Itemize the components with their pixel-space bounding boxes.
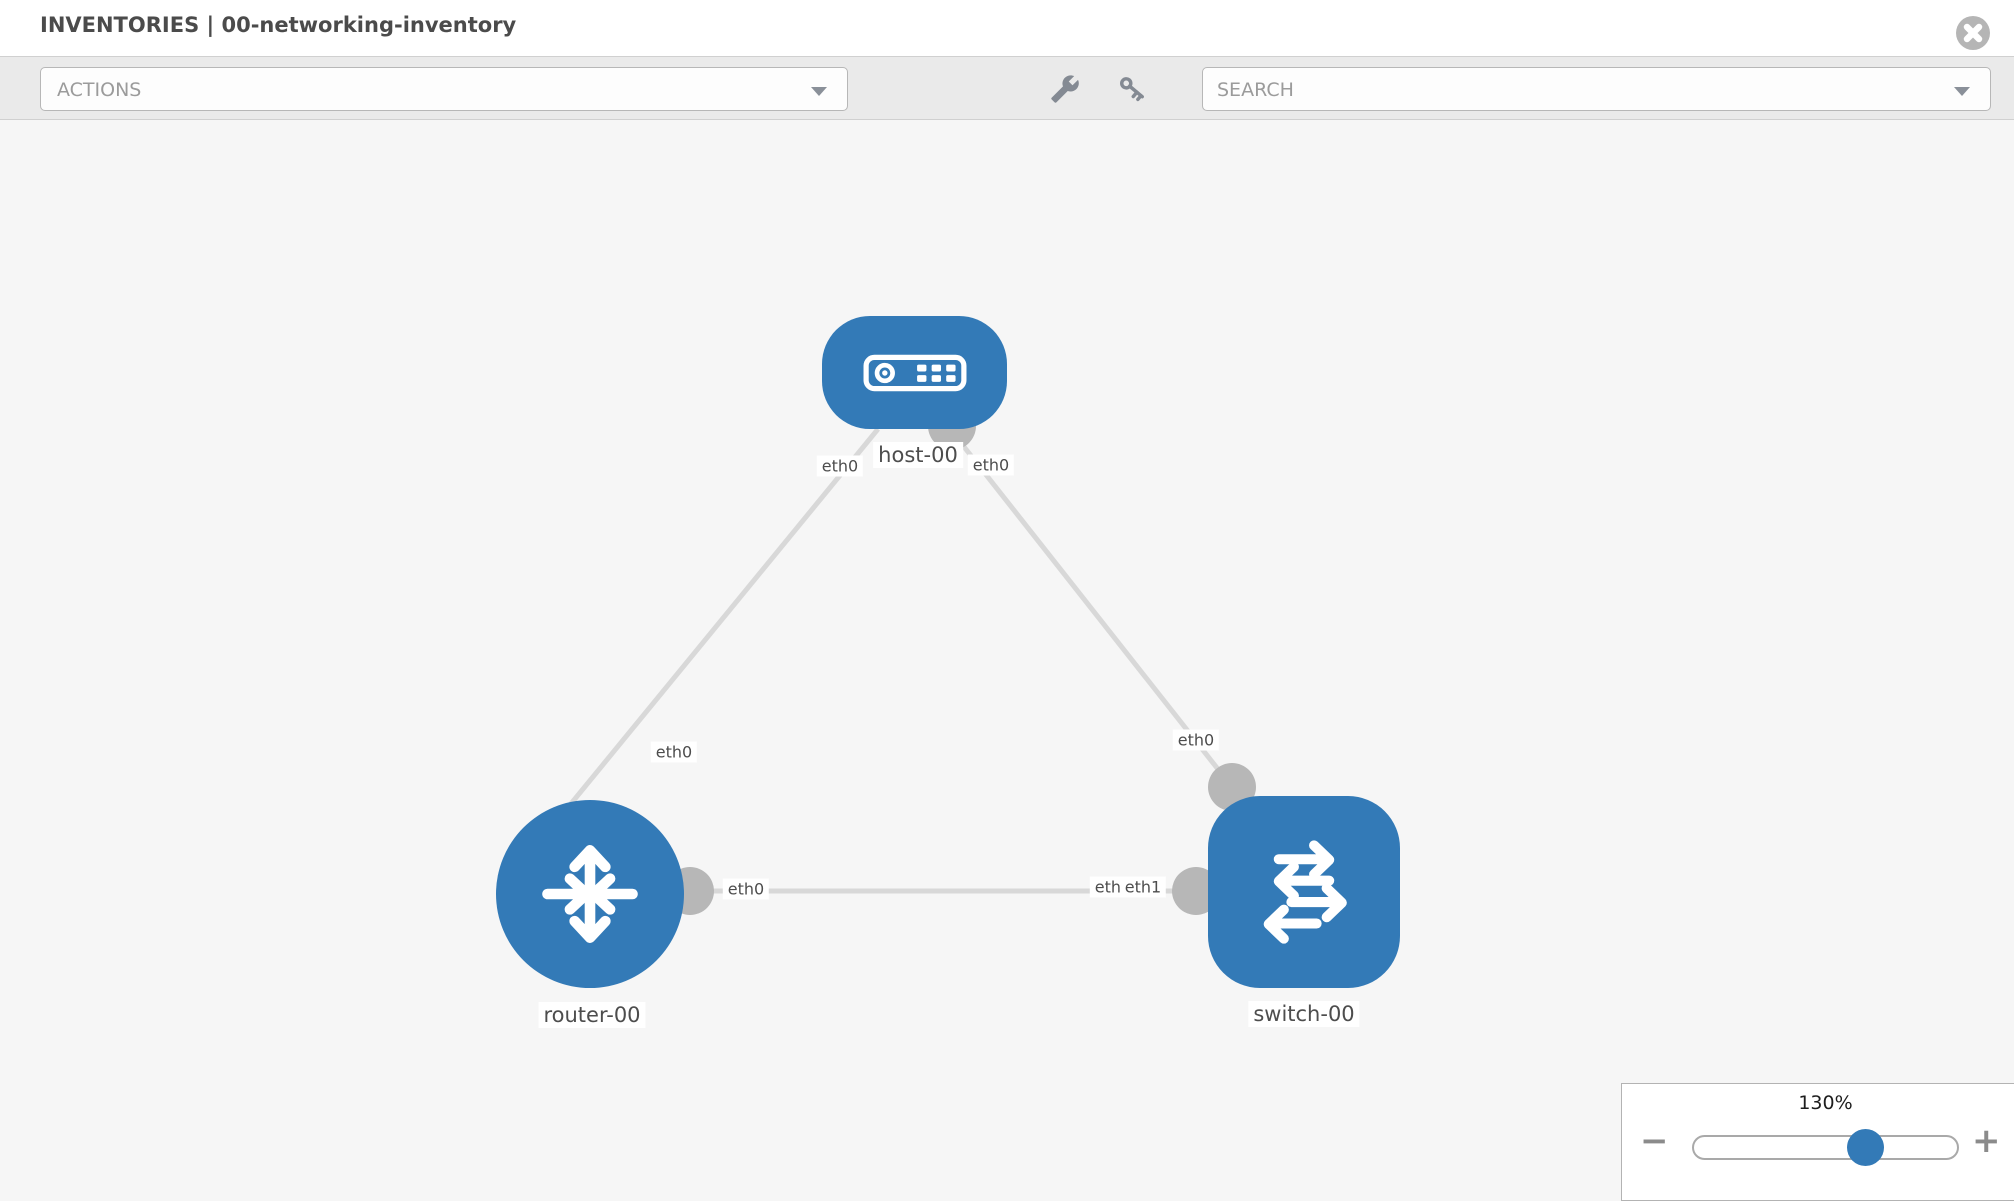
interface-label-eth0: eth0 bbox=[816, 455, 864, 477]
link-host-router[interactable] bbox=[563, 427, 880, 813]
chevron-down-icon bbox=[811, 87, 827, 96]
tools-button[interactable] bbox=[1046, 71, 1084, 109]
actions-dropdown-label: ACTIONS bbox=[57, 79, 142, 101]
key-button[interactable] bbox=[1114, 71, 1152, 109]
node-host-00[interactable] bbox=[822, 316, 1007, 429]
chevron-down-icon bbox=[1954, 87, 1970, 96]
page-title: INVENTORIES | 00-networking-inventory bbox=[40, 13, 517, 37]
header: INVENTORIES | 00-networking-inventory bbox=[0, 0, 2014, 56]
close-button[interactable] bbox=[1956, 16, 1990, 50]
interface-label-eth0: eth0 bbox=[722, 878, 770, 900]
link-host-switch[interactable] bbox=[948, 427, 1234, 789]
zoom-panel: 130% − + bbox=[1621, 1083, 2014, 1201]
actions-dropdown[interactable]: ACTIONS bbox=[40, 67, 848, 111]
zoom-out-button[interactable]: − bbox=[1640, 1121, 1669, 1161]
interface-label-eth0: eth0 bbox=[650, 741, 698, 763]
zoom-level-label: 130% bbox=[1798, 1092, 1853, 1114]
node-label-host: host-00 bbox=[873, 442, 963, 468]
toolbar: ACTIONS SEARCH bbox=[0, 56, 2014, 120]
node-label-router: router-00 bbox=[538, 1002, 646, 1028]
zoom-slider-thumb[interactable] bbox=[1847, 1129, 1884, 1166]
search-dropdown[interactable]: SEARCH bbox=[1202, 67, 1991, 111]
key-icon bbox=[1119, 76, 1144, 101]
node-router-00[interactable] bbox=[496, 800, 684, 988]
host-icon bbox=[863, 354, 966, 391]
interface-label-eth1: eth1 bbox=[1119, 876, 1167, 898]
router-icon bbox=[542, 845, 638, 943]
interface-label-eth0: eth0 bbox=[967, 454, 1015, 476]
node-label-switch: switch-00 bbox=[1248, 1001, 1360, 1027]
topology-canvas[interactable]: host-00 router-00 switch-00 eth0 eth0 et… bbox=[0, 121, 2014, 1200]
switch-icon bbox=[1263, 840, 1347, 944]
topology-links-layer bbox=[563, 402, 1256, 915]
search-input-placeholder: SEARCH bbox=[1217, 79, 1294, 101]
node-switch-00[interactable] bbox=[1208, 796, 1400, 988]
zoom-slider[interactable] bbox=[1692, 1129, 1959, 1166]
wrench-icon bbox=[1051, 74, 1079, 103]
close-icon bbox=[1956, 16, 1990, 50]
zoom-in-button[interactable]: + bbox=[1972, 1121, 2001, 1161]
interface-label-eth0: eth0 bbox=[1172, 729, 1220, 751]
